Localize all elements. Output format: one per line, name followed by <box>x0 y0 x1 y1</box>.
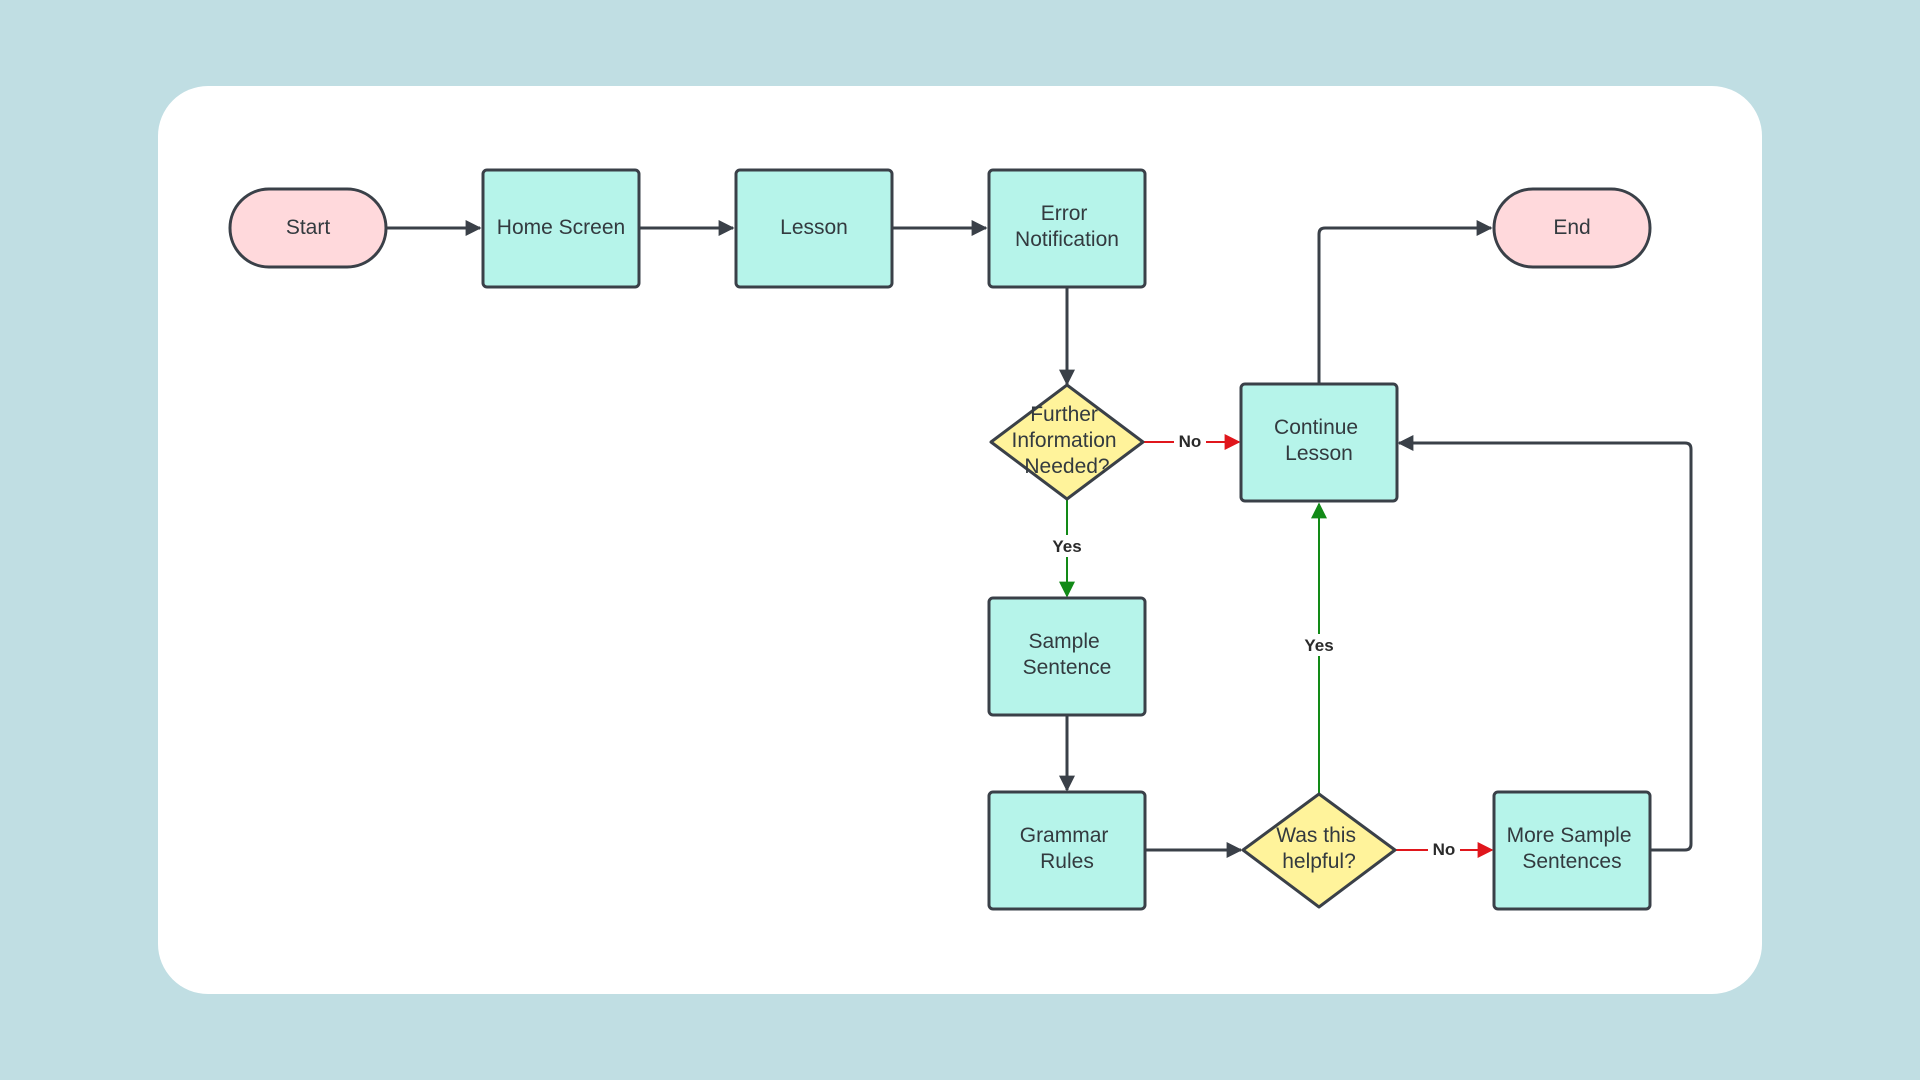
node-continue-lesson: Continue Lesson <box>1239 382 1399 503</box>
label-helpful-yes: Yes <box>1304 636 1333 655</box>
node-start-label: Start <box>286 216 331 239</box>
edges <box>386 220 1693 858</box>
node-end-label: End <box>1553 216 1590 239</box>
node-helpful-label: Was this helpful? <box>1276 824 1362 873</box>
node-home-label: Home Screen <box>497 216 625 239</box>
label-further-yes: Yes <box>1052 537 1081 556</box>
node-error-notification: Error Notification <box>987 168 1147 289</box>
node-further-information-decision: Further Information Needed? <box>989 383 1145 501</box>
edge-more-continue <box>1397 435 1693 852</box>
node-more-sample-sentences: More Sample Sentences <box>1492 790 1652 911</box>
node-start: Start <box>228 187 388 269</box>
node-home-screen: Home Screen <box>481 168 641 289</box>
node-more-label: More Sample Sentences <box>1507 824 1638 873</box>
nodes: Start Home Screen Lesson Error Notificat… <box>228 168 1652 911</box>
node-grammar-rules: Grammar Rules <box>987 790 1147 911</box>
edge-continue-end <box>1317 220 1493 383</box>
node-end: End <box>1492 187 1652 269</box>
node-grammar-label: Grammar Rules <box>1020 824 1115 873</box>
node-lesson-label: Lesson <box>780 216 848 239</box>
node-error-label: Error Notification <box>1015 202 1119 251</box>
node-helpful-decision: Was this helpful? <box>1241 792 1397 909</box>
node-lesson: Lesson <box>734 168 894 289</box>
node-sample-label: Sample Sentence <box>1023 630 1112 679</box>
label-helpful-no: No <box>1433 840 1456 859</box>
label-further-no: No <box>1179 432 1202 451</box>
edge-labels: No Yes Yes No <box>1047 430 1460 860</box>
node-further-label: Further Information Needed? <box>1012 403 1123 478</box>
node-sample-sentence: Sample Sentence <box>987 596 1147 717</box>
node-continue-label: Continue Lesson <box>1274 416 1364 465</box>
